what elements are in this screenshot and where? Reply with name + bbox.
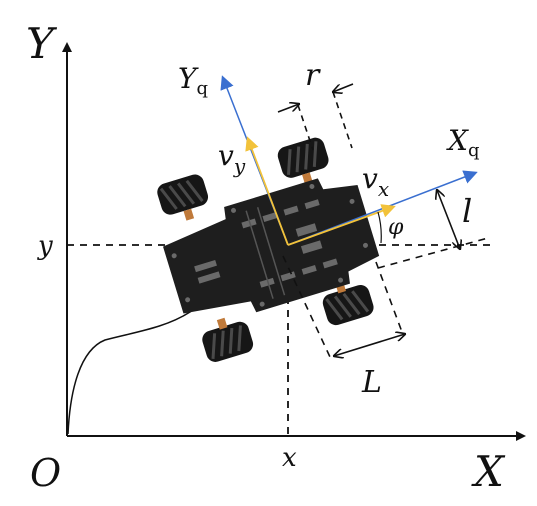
vx-label: vx xyxy=(362,162,389,201)
vy-vector xyxy=(245,136,289,246)
wheel-rear-right xyxy=(202,317,254,362)
r-arrow-left xyxy=(277,104,299,113)
origin-label: O xyxy=(30,451,61,495)
wheel-rear-left xyxy=(157,174,209,221)
mecanum-robot xyxy=(157,137,380,362)
r-arrow-right xyxy=(333,83,354,92)
half-width-label: l xyxy=(462,192,472,230)
L-extension-line-left xyxy=(282,255,331,358)
y-axis-label: Y xyxy=(26,19,58,68)
L-dimension-arrow xyxy=(334,334,405,356)
r-extension-line-left xyxy=(297,104,314,151)
l-dimension-arrow xyxy=(437,190,460,249)
heading-angle-arc xyxy=(377,211,382,244)
chassis-holes xyxy=(171,183,368,307)
l-extension-line xyxy=(377,237,489,269)
yq-label: Yq xyxy=(178,62,208,99)
wheel-front-right xyxy=(322,281,374,326)
heading-angle-label: φ xyxy=(388,215,404,240)
wheel-radius-label: r xyxy=(305,58,321,93)
vy-label: vy xyxy=(218,139,246,178)
r-extension-line-right xyxy=(332,91,353,149)
y-position-label: y xyxy=(37,231,53,261)
half-length-label: L xyxy=(361,365,382,400)
x-axis-label: X xyxy=(471,447,506,496)
chassis-plate xyxy=(163,178,380,314)
wheel-front-left xyxy=(277,137,329,185)
vx-vector xyxy=(287,204,396,246)
xq-label: Xq xyxy=(446,124,479,161)
x-position-label: x xyxy=(282,443,297,473)
L-extension-line-right xyxy=(375,261,403,333)
